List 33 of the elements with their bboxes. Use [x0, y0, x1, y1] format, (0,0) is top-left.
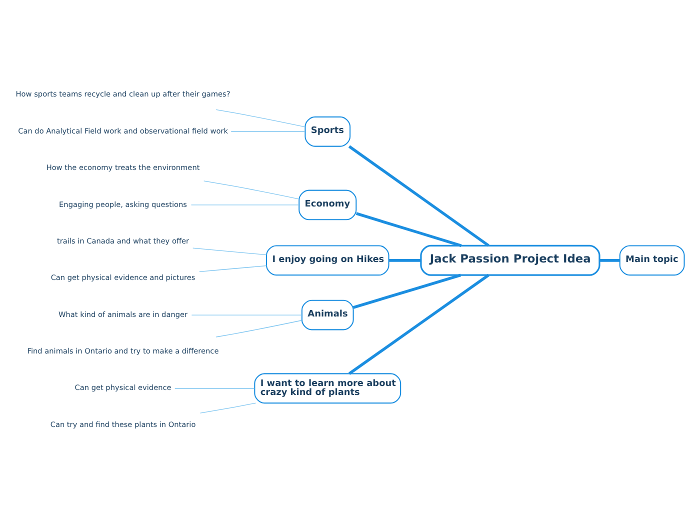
node-box: I enjoy going on Hikes: [266, 245, 390, 276]
node-text: trails in Canada and what they offer: [57, 236, 190, 246]
connector: [216, 109, 306, 128]
connector: [174, 388, 255, 389]
node-text: Find animals in Ontario and try to make a difference: [27, 346, 219, 356]
connector: [352, 274, 462, 309]
node-text: What kind of animals are in danger: [58, 310, 188, 319]
node-text: Can get physical evidence: [74, 383, 172, 392]
node-box: Economy: [298, 190, 357, 220]
connector: [388, 258, 421, 262]
connector: [190, 204, 300, 206]
connector: [191, 314, 302, 316]
node-box: Sports: [304, 116, 351, 147]
connector: [600, 258, 620, 262]
node-box: Main topic: [619, 245, 685, 276]
node-text: Engaging people, asking questions: [59, 200, 187, 209]
connector: [356, 212, 462, 248]
node-text: Can get physical evidence and pictures: [50, 273, 196, 282]
node-box: I want to learn more about crazy kind of plants: [254, 373, 402, 404]
node-box: Animals: [301, 300, 354, 330]
connector: [192, 248, 267, 256]
node-text: Can do Analytical Field work and observational field work: [18, 126, 228, 136]
connector: [348, 274, 490, 375]
node-text: How sports teams recycle and clean up after their games?: [16, 90, 230, 99]
connector: [216, 320, 302, 338]
node-box: Jack Passion Project Idea: [420, 244, 600, 276]
connector: [230, 131, 306, 132]
connector: [199, 265, 267, 272]
connector: [200, 402, 256, 414]
connector: [348, 145, 490, 247]
node-text: Can try and find these plants in Ontario: [50, 420, 196, 429]
connector: [204, 180, 300, 200]
node-text: How the economy treats the environment: [46, 163, 200, 172]
